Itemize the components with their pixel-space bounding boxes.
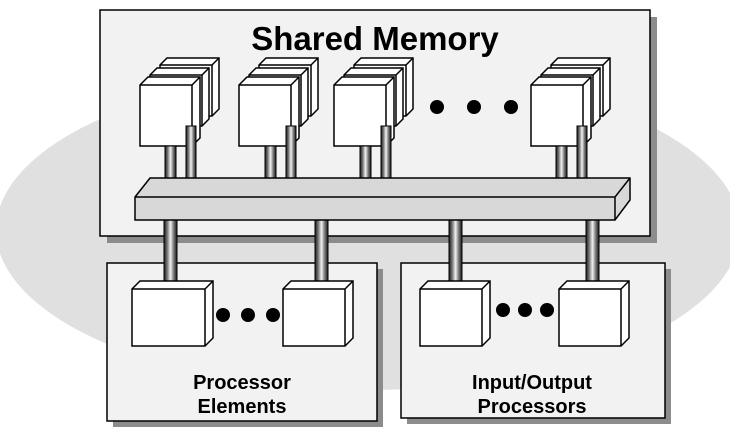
processor-element-2 [282, 280, 354, 347]
memory-ellipsis-dots [430, 100, 518, 114]
memory-module-3 [333, 57, 414, 147]
io-processor-2 [558, 280, 630, 347]
memory-module-2 [238, 57, 319, 147]
io-ellipsis-dots [496, 303, 554, 317]
processor-element-1 [131, 280, 214, 347]
interconnect-bus [134, 177, 631, 221]
processor-label-line1: Processor [193, 372, 291, 394]
memory-module-4 [530, 57, 611, 147]
processor-ellipsis-dots [216, 308, 280, 322]
io-label-line1: Input/Output [472, 372, 592, 394]
memory-connectors [164, 125, 588, 185]
shared-memory-title: Shared Memory [251, 20, 499, 57]
memory-module-1 [139, 57, 220, 147]
processor-label-line2: Elements [198, 396, 287, 418]
io-processor-1 [419, 280, 491, 347]
io-label-line2: Processors [478, 396, 587, 418]
